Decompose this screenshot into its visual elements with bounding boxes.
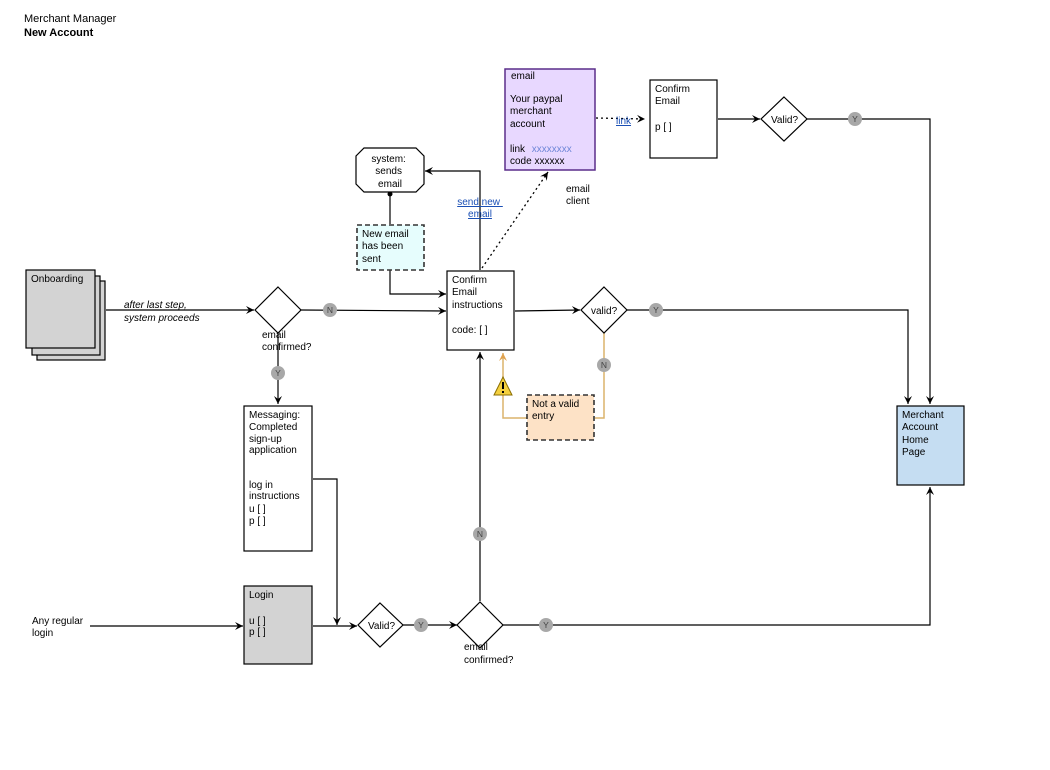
page-title: New Account — [24, 27, 94, 39]
svg-text:Confirm Email inst: Confirm Email instructions — [452, 275, 503, 311]
badge-y-valid-bottom: Y — [414, 618, 428, 632]
flow-note-line-1: after last step, — [124, 300, 187, 311]
connector-valid-to-home — [627, 309, 912, 404]
onboarding-label: Onboarding — [31, 274, 83, 285]
decision-valid-mid-label: valid? — [591, 306, 618, 317]
badge-n-top: N — [323, 303, 337, 317]
connector-dot — [387, 191, 393, 197]
svg-text:Confirm Email: Confirm Email — [655, 84, 693, 107]
svg-text:New email has been: New email has been sent — [362, 229, 411, 265]
badges: N Y Y N Y Y N Y — [271, 112, 862, 632]
email-box: email Your paypal merchant account link … — [504, 68, 596, 171]
email-box-body: Your paypal merchant account — [510, 94, 565, 130]
link-label[interactable]: link — [616, 116, 632, 127]
svg-text:N: N — [327, 305, 333, 315]
login-title: Login — [249, 590, 273, 601]
confirm-email-p-field: p [ ] — [655, 122, 672, 133]
send-new-email-link[interactable]: send new email — [457, 197, 503, 220]
connector-instructions-to-valid — [514, 306, 581, 315]
not-valid-entry-note: Not a valid entry — [526, 394, 595, 441]
decision-valid-mid[interactable] — [580, 286, 628, 334]
badge-y-valid-top: Y — [848, 112, 862, 126]
badge-n-confirmed-bottom: N — [473, 527, 487, 541]
decision-email-confirmed-top[interactable] — [254, 286, 302, 334]
confirm-email-box[interactable]: Confirm Email p [ ] — [649, 79, 718, 159]
svg-text:Messaging: Completed: Messaging: Completed sign-up application — [249, 410, 303, 456]
connector-note-to-instructions — [389, 270, 446, 298]
connector-dotted-link — [595, 114, 646, 123]
confirm-code-field: code: [ ] — [452, 325, 488, 336]
warning-icon — [493, 375, 513, 396]
email-code: code xxxxxx — [510, 156, 564, 167]
connector-instructions-to-system — [425, 167, 481, 270]
svg-text:N: N — [601, 360, 607, 370]
login-fields: u [ ] p [ ] — [249, 616, 268, 638]
connector-invalid-loop — [595, 333, 605, 419]
svg-text:system: sends emai: system: sends email — [371, 154, 408, 190]
email-client-label: email client — [566, 184, 593, 207]
decision-email-confirmed-bottom-label: email confirmed? — [464, 642, 514, 666]
svg-text:link xxxxxxxx: link xxxxxxxx — [510, 144, 572, 155]
svg-text:Not a valid entry: Not a valid entry — [532, 399, 582, 422]
system-sends-email: system: sends email — [355, 147, 425, 193]
svg-text:Y: Y — [543, 620, 549, 630]
merchant-home-page-box[interactable]: Merchant Account Home Page — [896, 405, 965, 486]
badge-y-top-decision: Y — [271, 366, 285, 380]
regular-login-label: Any regular login — [32, 616, 86, 639]
decision-email-confirmed-bottom[interactable] — [456, 601, 504, 649]
confirm-instructions-box[interactable]: Confirm Email instructions code: [ ] — [446, 270, 515, 351]
badge-y-valid-mid: Y — [649, 303, 663, 317]
connector-invalid-return — [499, 353, 527, 419]
badge-y-confirmed-bottom: Y — [539, 618, 553, 632]
email-link-value: xxxxxxxx — [532, 144, 572, 155]
badge-n-valid-mid: N — [597, 358, 611, 372]
login-box[interactable]: Login u [ ] p [ ] — [243, 585, 313, 665]
svg-text:N: N — [477, 529, 483, 539]
connector-valid-top-to-home — [807, 118, 934, 404]
email-box-title: email — [511, 71, 535, 82]
decision-valid-bottom[interactable] — [357, 602, 404, 648]
connector-confirmed-to-home — [503, 487, 934, 626]
new-email-sent-note: New email has been sent — [356, 224, 425, 271]
connectors — [90, 115, 934, 630]
decision-valid-top-label: Valid? — [771, 115, 798, 126]
flow-note: after last step, system proceeds — [124, 300, 200, 324]
onboarding-stack[interactable]: Onboarding — [25, 269, 106, 361]
svg-text:Y: Y — [653, 305, 659, 315]
decision-valid-bottom-label: Valid? — [368, 621, 395, 632]
app-title: Merchant Manager — [24, 13, 117, 25]
messaging-login-instructions: log in instructions u [ ] p [ ] — [249, 480, 302, 527]
connector-dotted-email-client — [481, 171, 549, 269]
email-link-label: link — [510, 144, 526, 155]
svg-text:Y: Y — [852, 114, 858, 124]
decision-valid-top[interactable] — [760, 96, 808, 142]
flow-note-line-2: system proceeds — [124, 313, 200, 324]
connector-messaging-to-login-junction — [313, 478, 341, 625]
connector-decision-to-confirm-instructions — [300, 306, 447, 315]
svg-text:Merchant Account H: Merchant Account Home Page — [902, 410, 946, 458]
svg-text:Y: Y — [275, 368, 281, 378]
decision-email-confirmed-top-label: email confirmed? — [262, 330, 312, 353]
svg-text:Y: Y — [418, 620, 424, 630]
messaging-box[interactable]: Messaging: Completed sign-up application… — [243, 405, 313, 552]
